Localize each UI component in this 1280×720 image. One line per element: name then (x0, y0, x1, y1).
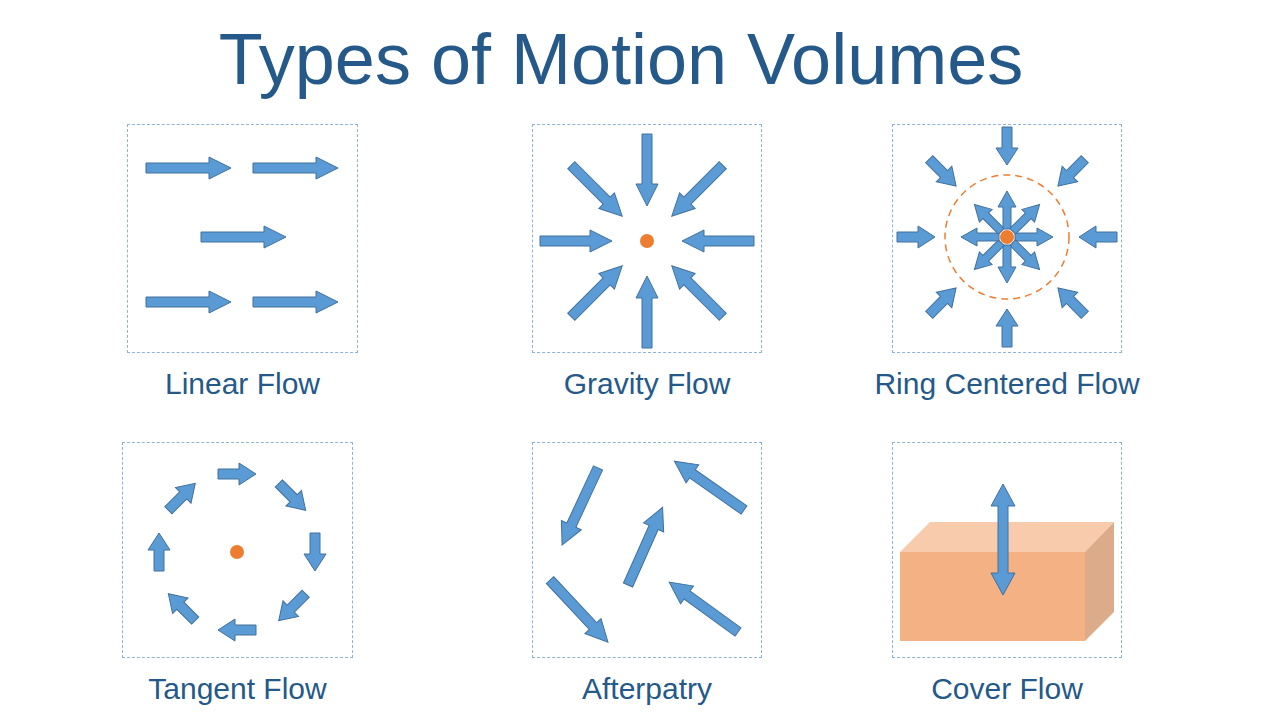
flow-arrow (161, 586, 203, 628)
panel-box: Linear Flow (127, 124, 358, 353)
center-dot (1000, 230, 1014, 244)
panel-caption: Tangent Flow (28, 671, 448, 707)
flow-arrow (564, 258, 630, 324)
flow-arrow (998, 191, 1016, 229)
flow-arrow (682, 230, 754, 252)
flow-arrow (218, 463, 256, 485)
flow-arrow (664, 158, 730, 224)
flow-arrow (664, 258, 730, 324)
flow-arrow (618, 503, 673, 590)
flow-arrow (304, 533, 326, 571)
flow-arrow (996, 309, 1018, 347)
flow-arrow (897, 226, 935, 248)
panel-box: Afterpatry (532, 442, 762, 658)
double-arrow (991, 484, 1015, 595)
flow-arrow (1050, 280, 1092, 322)
flow-arrow (663, 573, 745, 641)
flow-arrow (996, 127, 1018, 165)
flow-arrow (961, 228, 999, 246)
panel-caption: Gravity Flow (437, 366, 857, 402)
flow-arrow (161, 476, 203, 518)
flow-arrow (253, 291, 338, 313)
center-dot (230, 545, 244, 559)
flow-arrow (148, 533, 170, 571)
flow-arrow (552, 463, 608, 549)
flow-arrow (271, 586, 313, 628)
flow-arrow (542, 572, 616, 649)
flow-arrow (1050, 151, 1092, 193)
flow-arrow (540, 230, 612, 252)
panel-box: Gravity Flow (532, 124, 762, 353)
flow-arrow (146, 157, 231, 179)
panel-caption: Linear Flow (33, 366, 453, 402)
flow-arrow (668, 452, 750, 519)
flow-arrow (564, 158, 630, 224)
slide-title: Types of Motion Volumes (0, 14, 1242, 104)
block-side (1085, 522, 1114, 641)
block-front (900, 552, 1085, 641)
flow-arrow (921, 280, 963, 322)
flow-arrow (218, 619, 256, 641)
panel-caption: Cover Flow (797, 671, 1217, 707)
flow-arrow (636, 276, 658, 348)
flow-arrow (253, 157, 338, 179)
flow-arrow (1006, 198, 1046, 238)
panel-caption: Ring Centered Flow (797, 366, 1217, 402)
flow-arrow (146, 291, 231, 313)
flow-arrow (201, 226, 286, 248)
flow-arrow (921, 151, 963, 193)
flow-arrow (271, 476, 313, 518)
panel-box: Tangent Flow (122, 442, 353, 658)
panel-box: Cover Flow (892, 442, 1122, 658)
flow-arrow (998, 245, 1016, 283)
panel-box: Ring Centered Flow (892, 124, 1122, 353)
flow-arrow (1079, 226, 1117, 248)
flow-arrow (636, 134, 658, 206)
ring-circle (945, 175, 1069, 299)
center-dot (640, 234, 654, 248)
flow-arrow (1015, 228, 1053, 246)
panel-caption: Afterpatry (437, 671, 857, 707)
